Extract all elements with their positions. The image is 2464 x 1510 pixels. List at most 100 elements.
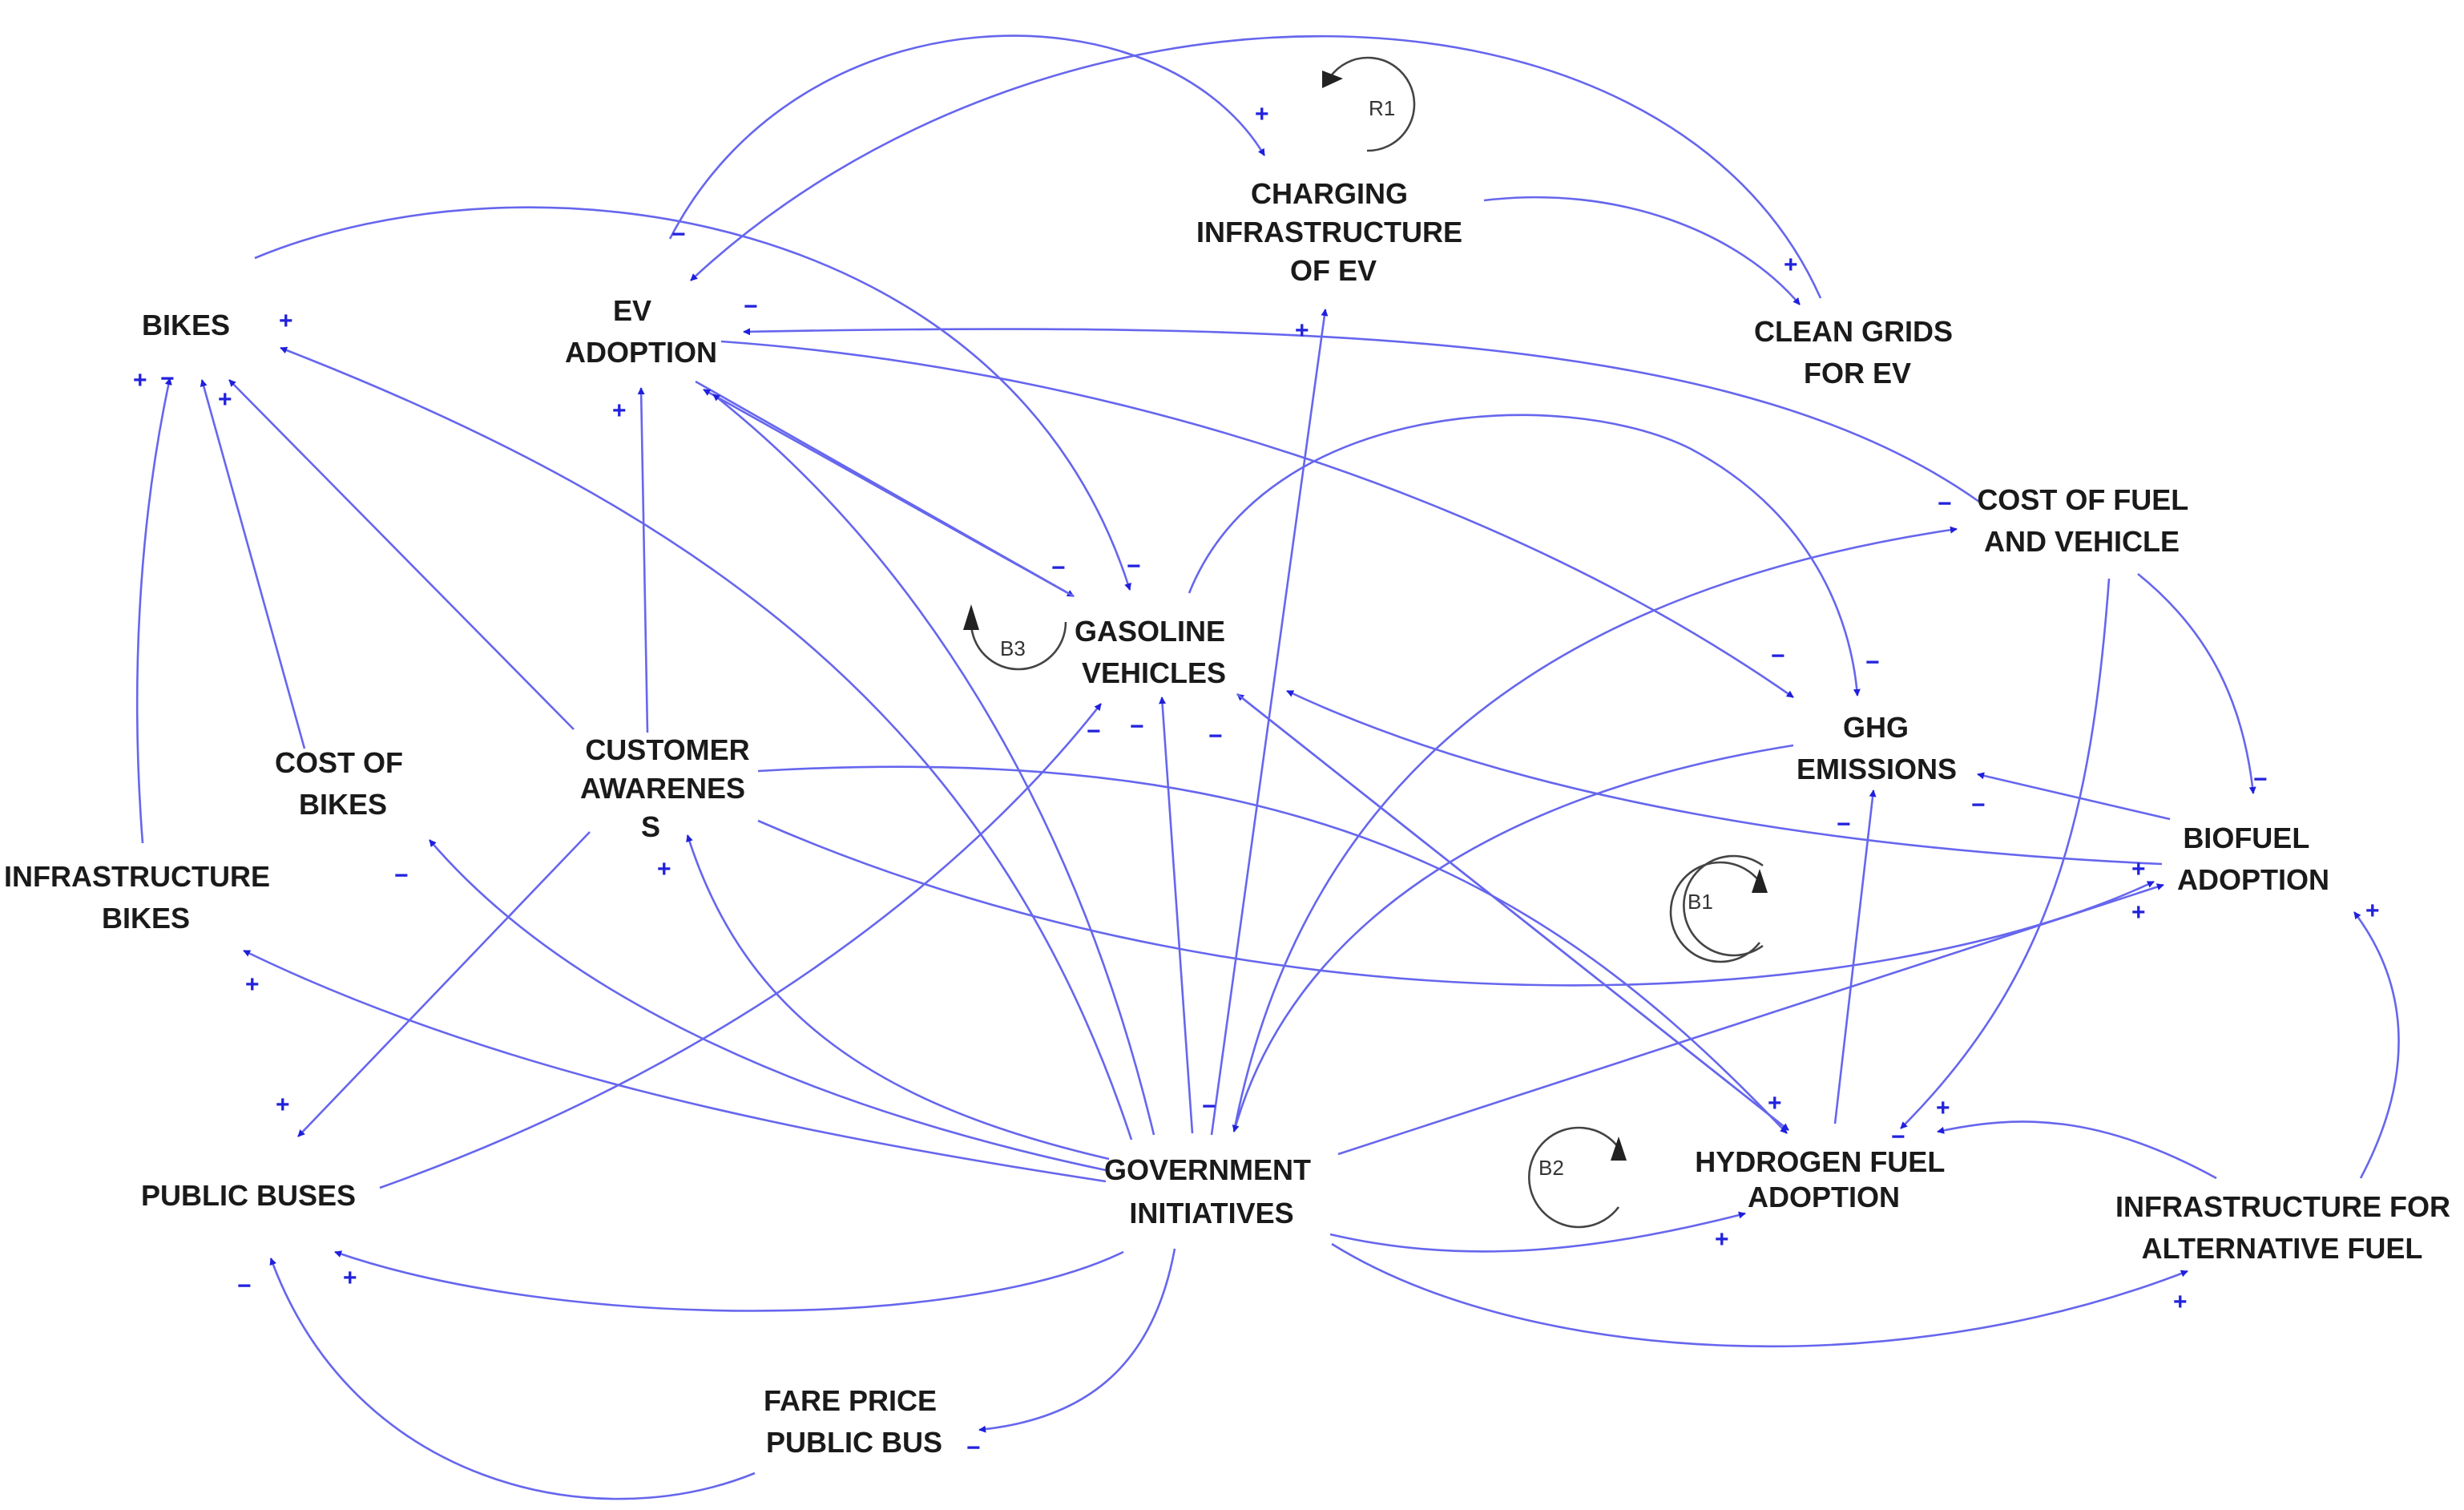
polarity-plus: + (343, 1265, 357, 1291)
node-bikes[interactable]: BIKES (142, 309, 230, 341)
link-awareness-to-buses (297, 831, 591, 1137)
polarity-minus: − (1971, 792, 1986, 818)
polarity-minus: − (394, 862, 409, 889)
polarity-plus: + (2131, 899, 2146, 926)
polarity-plus: + (1255, 101, 1269, 127)
polarity-plus: + (276, 1092, 290, 1118)
polarity-minus: − (1865, 649, 1880, 676)
loop-arrow-icon (970, 621, 1067, 671)
link-gasoline-to-ghg (1188, 414, 1861, 696)
link-gov-to-buses (334, 1250, 1124, 1312)
polarity-plus: + (2365, 898, 2380, 924)
polarity-plus: + (612, 398, 627, 424)
polarity-minus: − (744, 293, 758, 320)
loop-marker-b2: B2 (1527, 1126, 1627, 1229)
loop-label-b1: B1 (1688, 890, 1713, 914)
loop-marker-b3: B3 (963, 604, 1067, 671)
link-bikes-to-gasoline (254, 206, 1131, 591)
node-biofuel-adoption[interactable]: BIOFUEL ADOPTION (2177, 822, 2329, 896)
polarity-minus: − (237, 1273, 252, 1299)
polarity-minus: − (1087, 718, 1101, 745)
polarity-signs: + + + − − + + − + + − − − − − − − − − − … (133, 101, 2380, 1461)
link-charging-to-ev (690, 34, 1822, 299)
link-gov-to-charging (1210, 309, 1329, 1136)
polarity-plus: + (2131, 856, 2146, 882)
link-awareness-to-hydrogen (757, 765, 1788, 1134)
polarity-plus: + (657, 856, 671, 882)
link-gov-to-costbikes (429, 839, 1107, 1172)
link-costfuel-to-ev (743, 328, 1980, 503)
link-gov-to-infraalt (1331, 1242, 2188, 1348)
link-costbikes-to-bikes (200, 379, 306, 749)
link-gov-to-bikes (280, 346, 1133, 1141)
node-cost-of-fuel-and-vehicle[interactable]: COST OF FUEL AND VEHICLE (1977, 483, 2196, 558)
polarity-plus: + (279, 308, 293, 334)
link-infrabikes-to-bikes (135, 378, 172, 844)
link-infraalt-to-biofuel (2353, 911, 2400, 1179)
node-fare-price-public-bus[interactable]: FARE PRICE PUBLIC BUS (764, 1384, 945, 1459)
link-hydrogen-to-ghg (1833, 789, 1877, 1124)
loop-marker-r1: R1 (1322, 56, 1416, 152)
node-charging-infrastructure-of-ev[interactable]: CHARGING INFRASTRUCTURE OF EV (1196, 177, 1470, 287)
link-infraalt-to-hydrogen (1937, 1120, 2217, 1180)
loop-label-b3: B3 (1000, 636, 1026, 660)
link-ghg-to-gov (1232, 744, 1794, 1132)
link-costfuel-to-biofuel (2137, 572, 2256, 794)
link-ev-to-charging (668, 34, 1266, 240)
link-biofuel-to-ghg (1977, 772, 2171, 821)
polarity-minus: − (160, 365, 175, 392)
link-gov-to-infrabikes (243, 949, 1107, 1183)
loop-arrow-icon (1683, 854, 1764, 957)
node-ghg-emissions[interactable]: GHG EMISSIONS (1797, 711, 1957, 785)
polarity-minus: − (1891, 1124, 1905, 1150)
link-gasoline-to-ev (703, 388, 1075, 598)
loop-arrow-icon (1329, 56, 1416, 152)
link-awareness-to-bikes (228, 379, 575, 730)
link-ev-to-ghg (720, 340, 1794, 699)
polarity-minus: − (2253, 766, 2268, 793)
node-gasoline-vehicles[interactable]: GASOLINE VEHICLES (1075, 615, 1233, 689)
node-infrastructure-bikes[interactable]: INFRASTRUCTURE BIKES (4, 860, 278, 935)
polarity-minus: − (671, 221, 686, 248)
link-awareness-to-biofuel (757, 819, 2155, 987)
polarity-minus: − (1837, 811, 1851, 838)
polarity-minus: − (1202, 1093, 1216, 1120)
link-gov-to-hydrogen (1329, 1211, 1746, 1253)
link-buses-to-gasoline (379, 703, 1103, 1189)
polarity-minus: − (1938, 491, 1952, 517)
node-infrastructure-for-alternative-fuel[interactable]: INFRASTRUCTURE FOR ALTERNATIVE FUEL (2115, 1190, 2458, 1265)
link-gov-to-costfuel (1232, 526, 1958, 1132)
node-cost-of-bikes[interactable]: COST OF BIKES (275, 746, 411, 821)
polarity-minus: − (1051, 555, 1066, 581)
link-gov-to-fare (978, 1248, 1176, 1433)
link-gasoline-to-hydrogen (1236, 692, 1789, 1132)
polarity-plus: + (1784, 252, 1798, 278)
node-ev-adoption[interactable]: EV ADOPTION (565, 294, 717, 369)
link-gov-to-awareness (686, 834, 1110, 1161)
link-awareness-to-ev (637, 387, 649, 733)
link-gov-to-ev (712, 393, 1155, 1136)
node-government-initiatives[interactable]: GOVERNMENT INITIATIVES (1104, 1153, 1319, 1229)
polarity-plus: + (1768, 1090, 1782, 1116)
polarity-plus: + (2173, 1289, 2188, 1315)
link-charging-to-cleangrids (1483, 196, 1801, 305)
node-clean-grids-for-ev[interactable]: CLEAN GRIDS FOR EV (1754, 315, 1961, 390)
polarity-plus: + (245, 971, 260, 998)
node-hydrogen-fuel-adoption[interactable]: HYDROGEN FUEL ADOPTION (1695, 1145, 1952, 1213)
link-biofuel-to-gasoline (1286, 689, 2163, 866)
polarity-plus: + (1936, 1095, 1950, 1121)
node-public-buses[interactable]: PUBLIC BUSES (141, 1179, 356, 1212)
loop-marker-b1: B1 (1669, 854, 1768, 963)
polarity-minus: − (966, 1435, 981, 1461)
node-customer-awareness[interactable]: CUSTOMER AWARENES S (580, 733, 758, 843)
polarity-plus: + (1715, 1226, 1729, 1253)
polarity-plus: + (1295, 317, 1309, 344)
link-fare-to-buses (269, 1258, 756, 1500)
link-costfuel-to-hydrogen (1900, 578, 2111, 1129)
nodes: BIKES EV ADOPTION CHARGING INFRASTRUCTUR… (4, 177, 2458, 1459)
polarity-minus: − (1208, 723, 1223, 749)
polarity-plus: + (133, 367, 147, 394)
loop-label-b2: B2 (1538, 1156, 1564, 1180)
polarity-minus: − (1771, 643, 1785, 669)
